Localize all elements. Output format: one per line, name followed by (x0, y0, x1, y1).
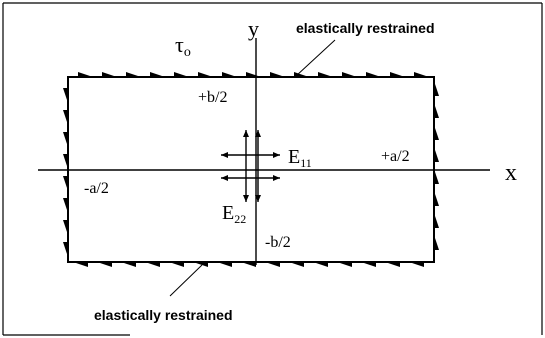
shear-arrow-right (435, 106, 439, 118)
material-direction-symbol (221, 130, 280, 202)
shear-arrow-bottom (244, 263, 256, 267)
shear-arrow-top (318, 72, 330, 76)
shear-arrow-top (102, 72, 114, 76)
shear-arrow-top (246, 72, 258, 76)
shear-arrow-left (63, 154, 67, 166)
shear-arrow-top (78, 72, 90, 76)
e11-label: E11 (288, 146, 312, 170)
right-edge-label: +a/2 (381, 148, 410, 165)
shear-arrow-bottom (412, 263, 424, 267)
shear-arrow-bottom (292, 263, 304, 267)
top-restraint-leader (295, 39, 336, 77)
left-edge-label: -a/2 (84, 180, 109, 197)
shear-arrow-top (198, 72, 210, 76)
shear-arrow-left (63, 198, 67, 210)
shear-arrow-bottom (268, 263, 280, 267)
shear-arrow-top (390, 72, 402, 76)
shear-arrow-bottom (340, 263, 352, 267)
shear-arrow-left (63, 220, 67, 232)
shear-arrow-bottom (364, 263, 376, 267)
shear-arrow-top (366, 72, 378, 76)
bottom-restraint-label: elastically restrained (94, 307, 233, 323)
y-axis-label: y (248, 16, 259, 41)
shear-arrow-right (435, 172, 439, 184)
shear-arrow-bottom (316, 263, 328, 267)
shear-arrow-top (222, 72, 234, 76)
shear-arrow-bottom (124, 263, 136, 267)
shear-arrows-top (78, 72, 426, 76)
shear-arrow-bottom (100, 263, 112, 267)
e22-label: E22 (222, 202, 246, 226)
shear-arrow-bottom (148, 263, 160, 267)
shear-arrow-right (435, 194, 439, 206)
shear-arrow-top (150, 72, 162, 76)
shear-arrow-top (126, 72, 138, 76)
tau-label: τo (175, 32, 191, 60)
shear-arrow-left (63, 132, 67, 144)
shear-arrow-right (435, 238, 439, 250)
bottom-restraint-leader (169, 264, 203, 297)
shear-arrow-top (342, 72, 354, 76)
shear-arrows-bottom (76, 263, 424, 267)
shear-arrow-bottom (172, 263, 184, 267)
shear-arrow-bottom (76, 263, 88, 267)
bottom-edge-label: -b/2 (265, 234, 291, 251)
top-edge-label: +b/2 (198, 89, 227, 106)
shear-arrow-right (435, 128, 439, 140)
shear-arrow-right (435, 84, 439, 96)
shear-arrow-bottom (220, 263, 232, 267)
shear-arrows-right (435, 84, 439, 250)
shear-arrow-left (63, 88, 67, 100)
shear-arrow-right (435, 150, 439, 162)
shear-arrow-left (63, 242, 67, 254)
shear-arrow-left (63, 176, 67, 188)
top-restraint-label: elastically restrained (296, 20, 435, 36)
shear-arrow-top (414, 72, 426, 76)
shear-arrow-bottom (388, 263, 400, 267)
shear-arrow-right (435, 216, 439, 228)
x-axis-label: x (505, 160, 517, 186)
shear-arrow-top (270, 72, 282, 76)
shear-arrow-left (63, 110, 67, 122)
shear-arrows-left (63, 88, 67, 254)
shear-arrow-top (174, 72, 186, 76)
